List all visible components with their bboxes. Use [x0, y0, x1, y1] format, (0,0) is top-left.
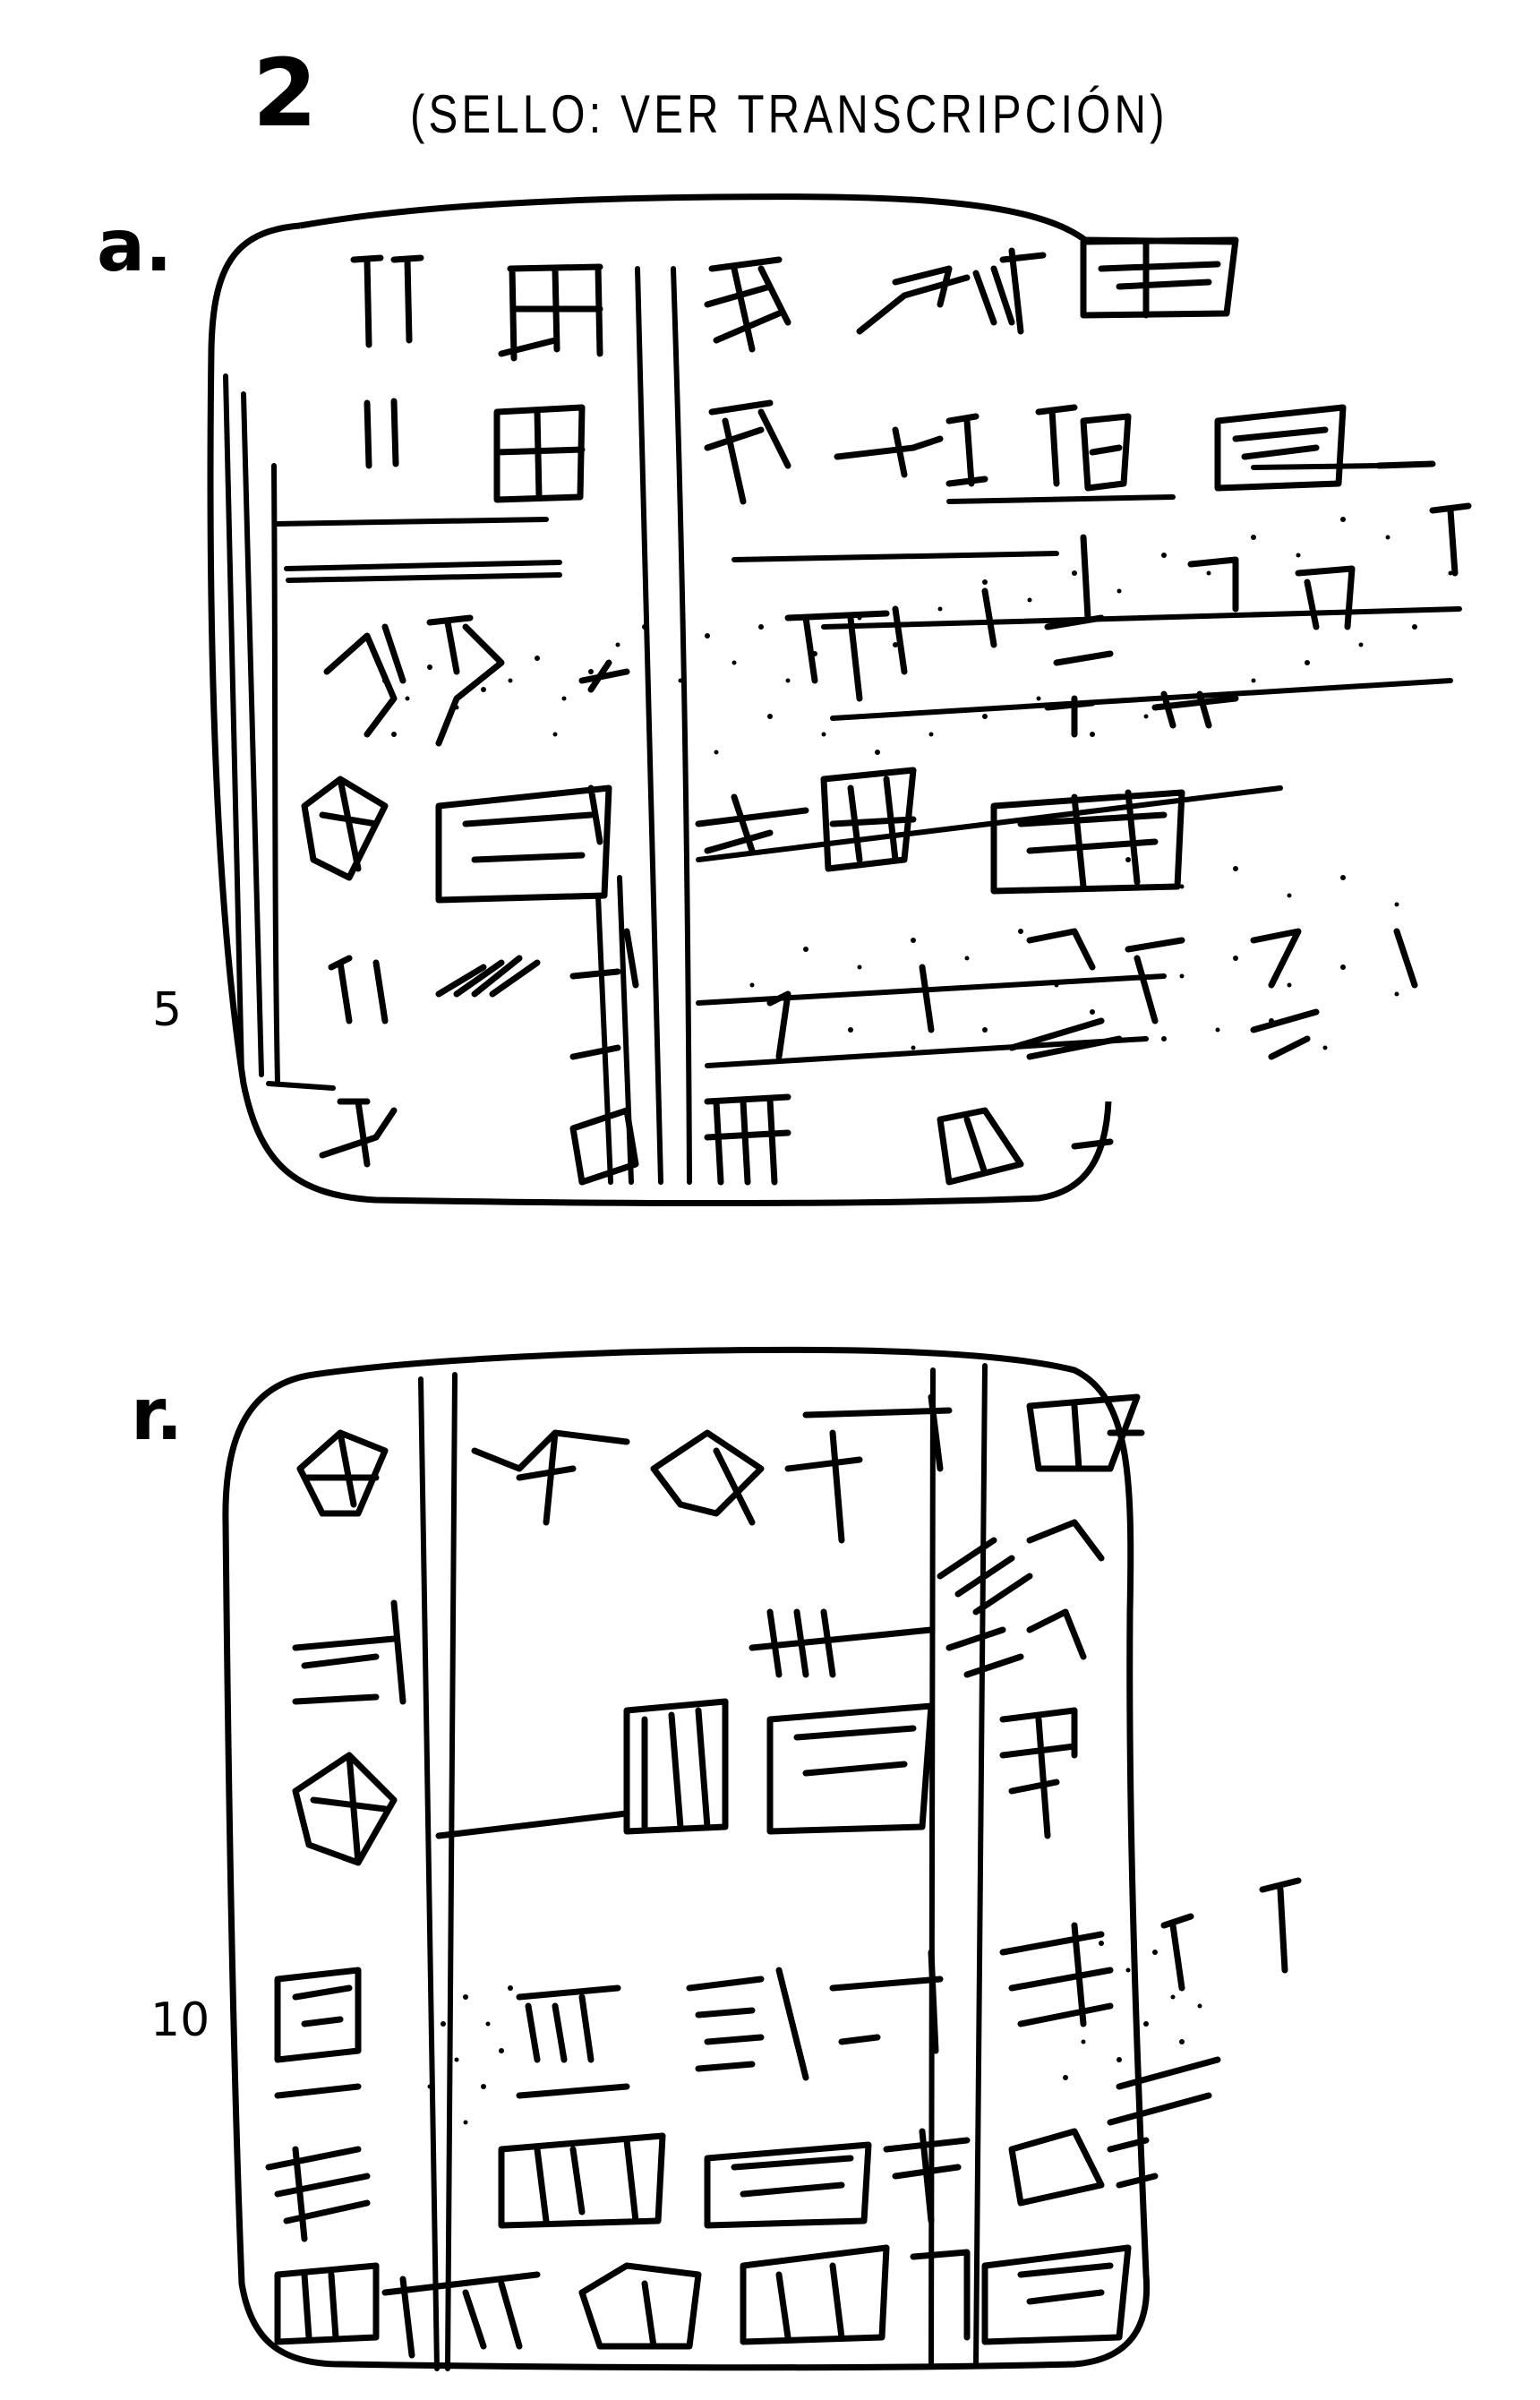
- obverse-damage-stipple: [382, 508, 1453, 1050]
- obverse-face: [207, 193, 1472, 1207]
- obverse-label: a.: [97, 204, 173, 287]
- seal-note: (SELLO: VER TRANSCRIPCIÓN): [410, 84, 1168, 144]
- reverse-outline: [222, 1346, 1151, 2371]
- reverse-signs: [265, 1393, 1302, 2359]
- obverse-outline: [207, 193, 1112, 1207]
- obverse-line-number: 5: [152, 983, 183, 1037]
- reverse-damage-stipple: [427, 1941, 1202, 2125]
- reverse-face: [222, 1346, 1302, 2371]
- reverse-label: r.: [131, 1373, 184, 1456]
- obverse-signs: [301, 236, 1472, 1186]
- plate-number: 2: [252, 39, 318, 148]
- reverse-line-number: 10: [150, 1993, 210, 2047]
